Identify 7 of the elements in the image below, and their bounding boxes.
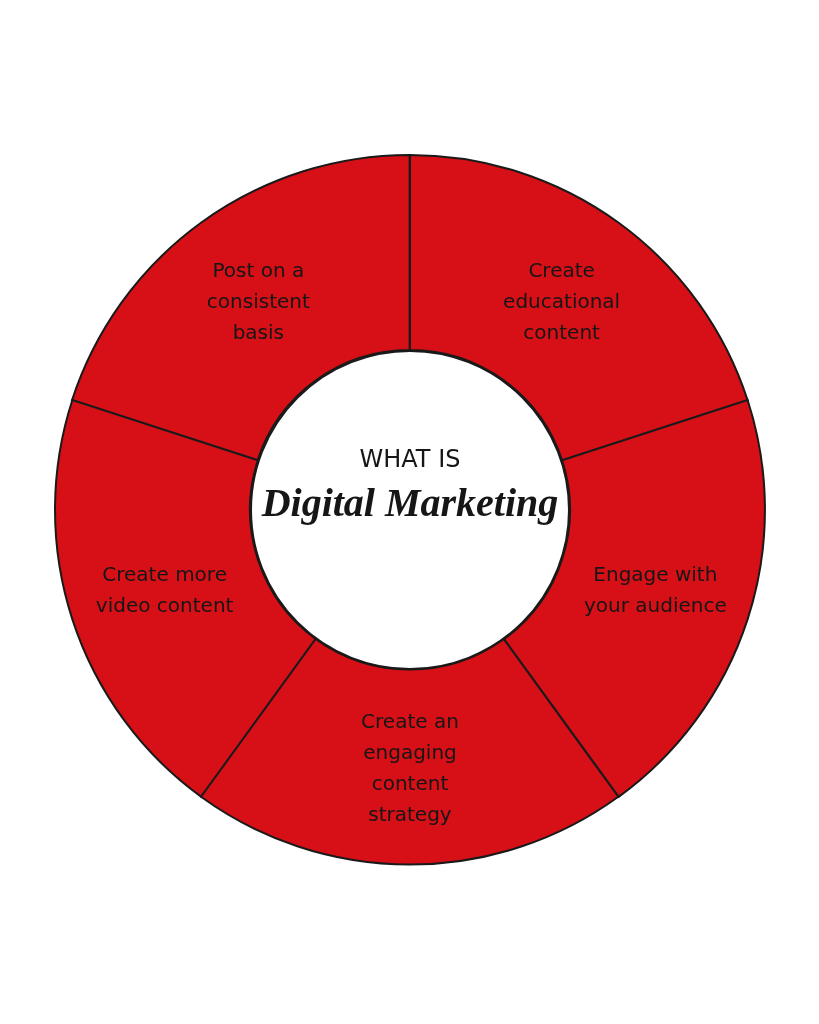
segment-label: Create an engaging content strategy — [360, 708, 460, 828]
title-text: Digital Marketing — [261, 478, 559, 526]
heading-text: WHAT IS — [359, 444, 461, 473]
segment-label: Create more video content — [94, 560, 235, 619]
segment-label: Create educational content — [502, 256, 622, 346]
segment-label: Engage with your audience — [582, 560, 728, 619]
segment-label: Post on a consistent basis — [205, 256, 311, 346]
